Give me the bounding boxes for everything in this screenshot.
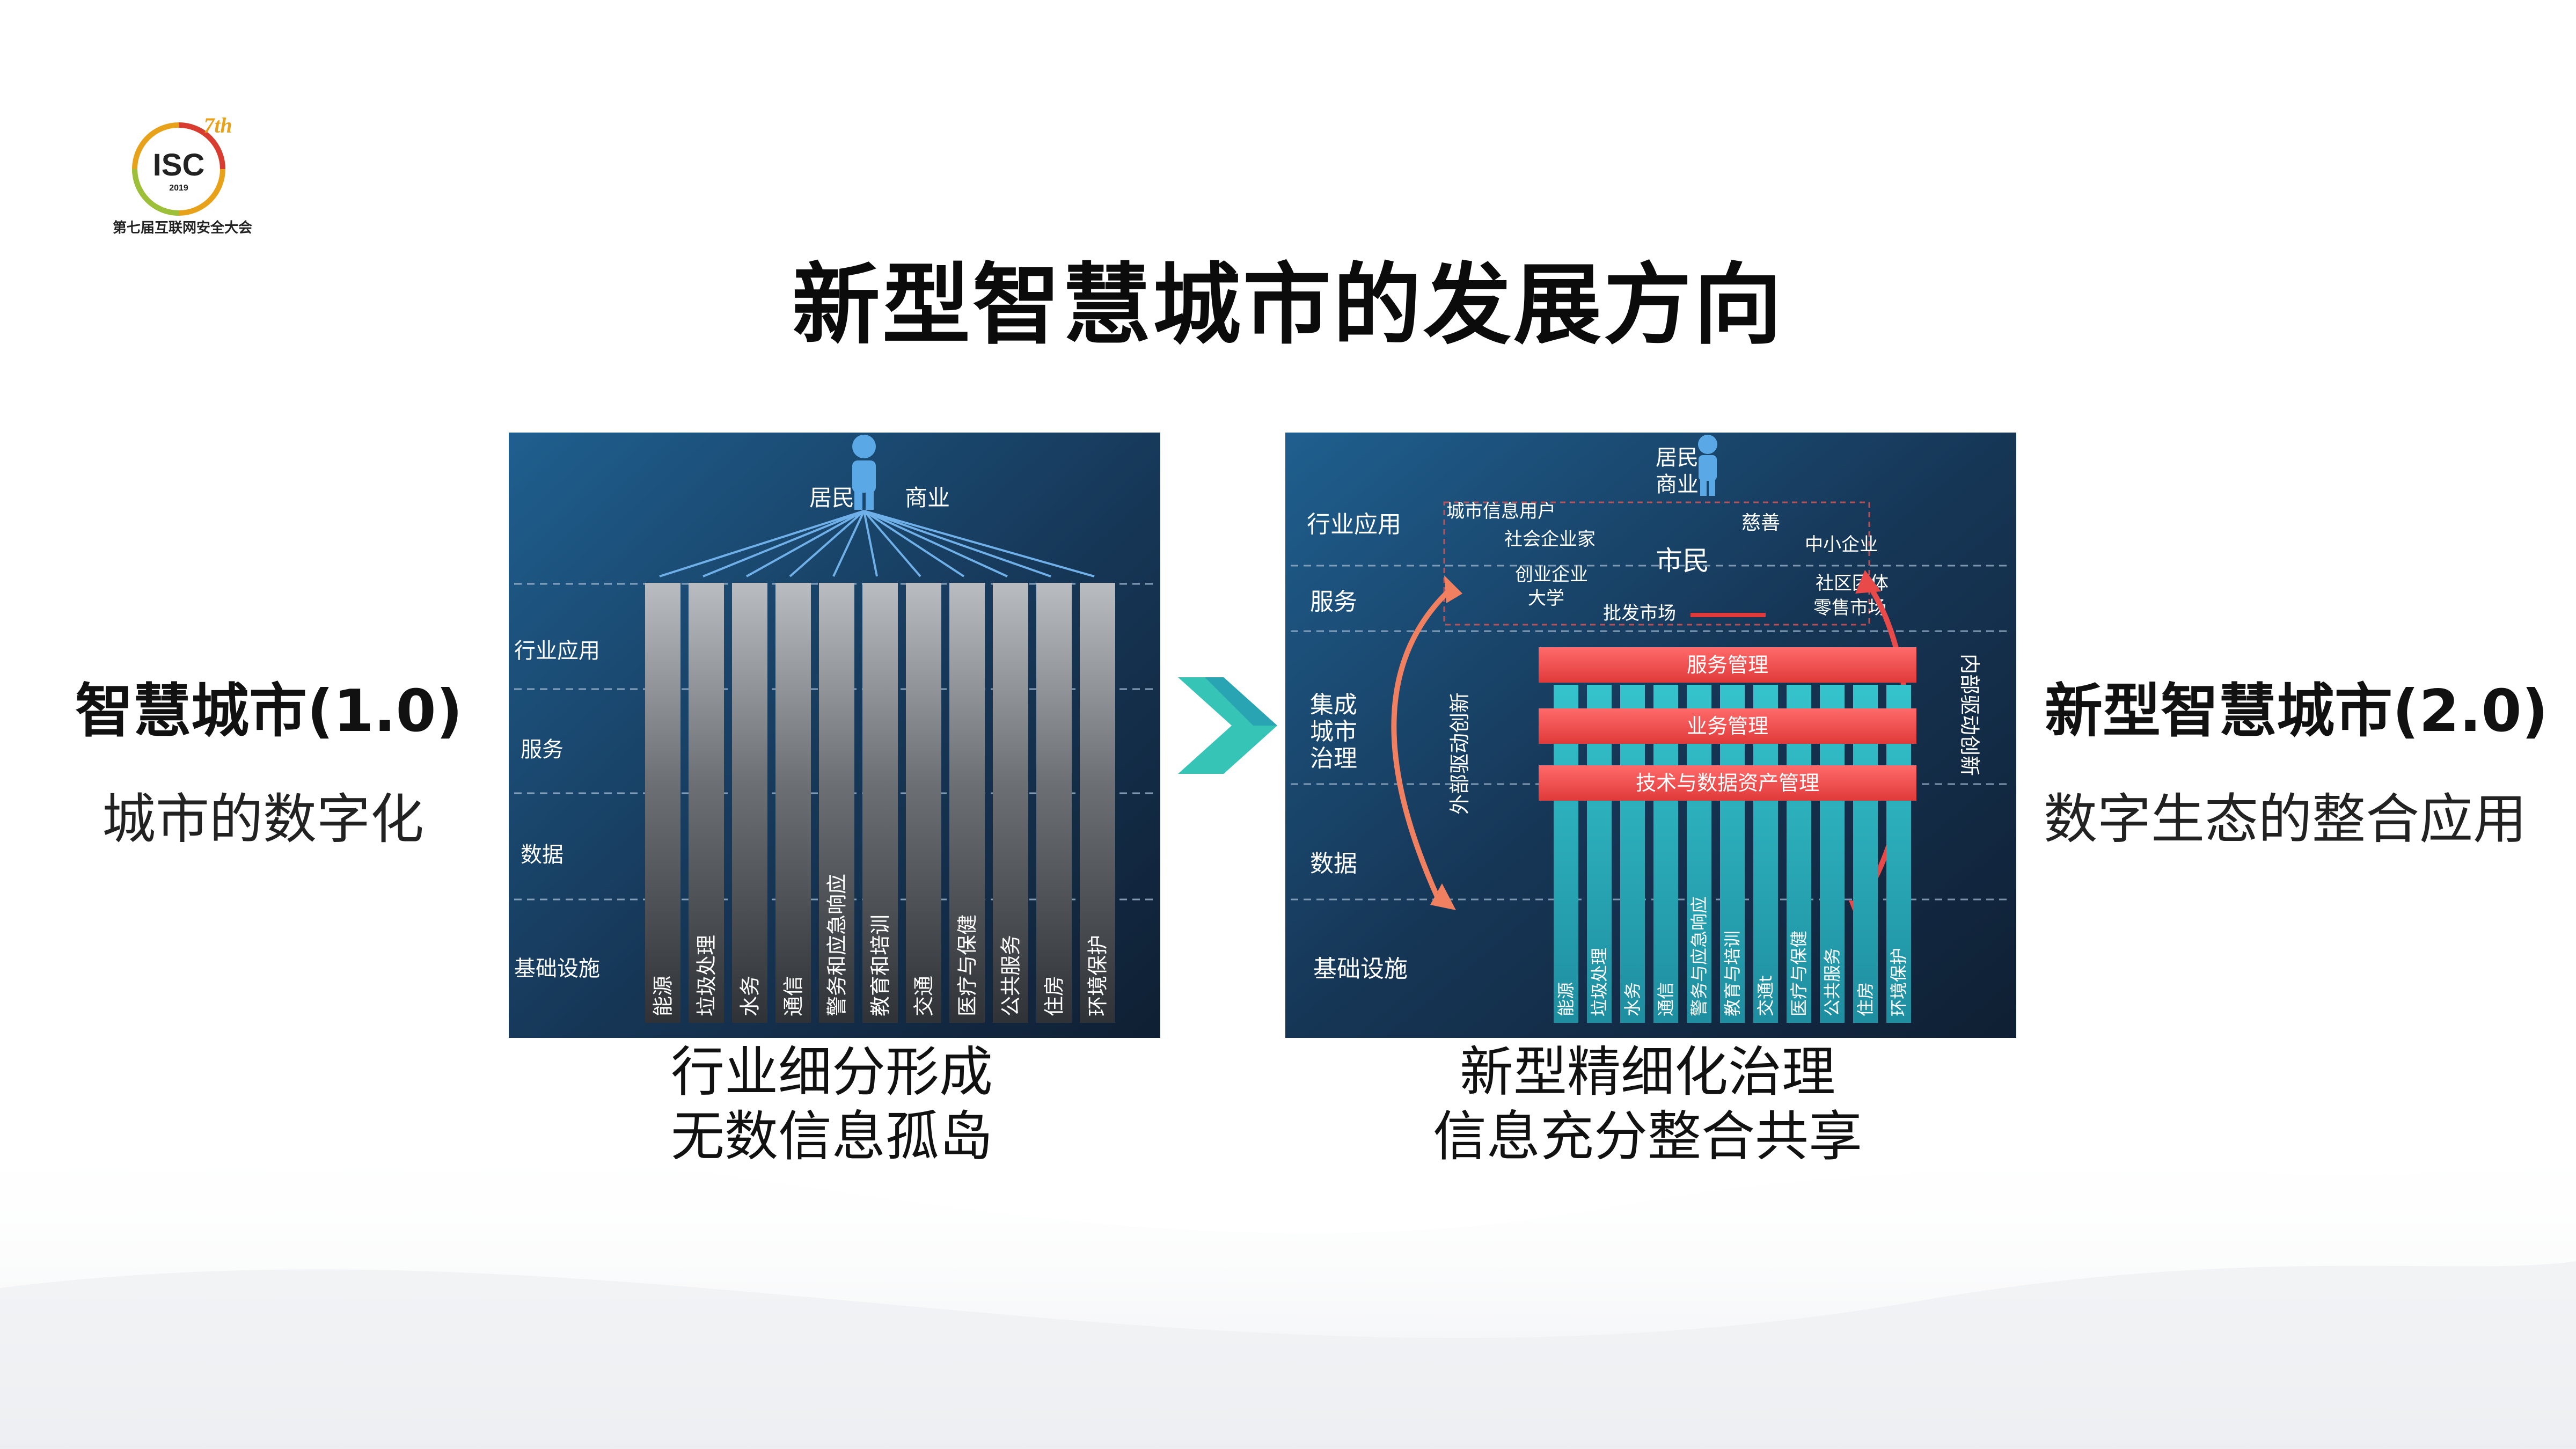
left-caption: 行业细分形成 无数信息孤岛	[606, 1040, 1057, 1169]
right-arrow-label: 内部驱动创新	[1958, 654, 1981, 776]
left-layer-label: 服务	[521, 737, 564, 762]
cloud-item: 城市信息用户	[1446, 501, 1556, 522]
cloud-item: 社会企业家	[1504, 529, 1596, 550]
right-caption-line1: 新型精细化治理	[1460, 1041, 1835, 1103]
column-label: 教育与培训	[1722, 931, 1743, 1016]
chevron-right-icon	[1178, 677, 1277, 774]
left-curved-arrow	[1391, 586, 1454, 906]
column-label: 垃圾处理	[694, 935, 718, 1016]
svg-text:ISC: ISC	[153, 148, 205, 182]
left-diagram-panel: 居民 商业 行业应用 服务 数据 基础设施 能源垃圾处理水务通信警务和应急响应教…	[509, 433, 1160, 1038]
svg-text:2019: 2019	[169, 184, 188, 193]
column-label: 住房	[1855, 982, 1876, 1016]
right-layer-label: 治理	[1310, 745, 1357, 772]
cloud-center-label: 市民	[1656, 545, 1709, 576]
cloud-item: 大学	[1528, 588, 1564, 609]
column-label: 警务与应急响应	[1689, 896, 1709, 1016]
column-label: 环境保护	[1889, 948, 1909, 1016]
column-label: 公共服务	[1822, 948, 1842, 1016]
column-label: 通信	[1656, 982, 1676, 1016]
column-label: 通信	[781, 976, 805, 1016]
left-layer-label: 行业应用	[514, 639, 600, 663]
column-label: 医疗与保健	[955, 914, 979, 1016]
right-layer-label: 城市	[1310, 718, 1357, 745]
column-label: 医疗与保健	[1789, 931, 1809, 1016]
right-layer-label: 行业应用	[1307, 511, 1401, 538]
column-bar	[906, 583, 941, 1023]
left-commerce-label: 商业	[905, 485, 950, 511]
left-heading: 智慧城市(1.0)	[75, 678, 463, 745]
bar-business-management	[1539, 708, 1916, 744]
right-users-label: 居民	[1656, 445, 1699, 470]
left-users-label: 居民	[809, 485, 854, 511]
column-bar	[1080, 583, 1115, 1023]
bar-tech-data-management	[1539, 765, 1916, 801]
column-label: 水务	[738, 976, 762, 1016]
column-label: 水务	[1622, 982, 1643, 1016]
column-label: 公共服务	[999, 935, 1022, 1016]
right-heading: 新型智慧城市(2.0)	[2045, 678, 2549, 745]
cloud-item: 零售市场	[1813, 597, 1886, 619]
cloud-item: 中小企业	[1805, 534, 1878, 555]
column-bar	[993, 583, 1028, 1023]
left-layer-label: 基础设施	[514, 956, 600, 981]
right-caption-line2: 信息充分整合共享	[1433, 1105, 1862, 1168]
column-bar	[732, 583, 767, 1023]
cloud-item: 慈善	[1741, 512, 1780, 534]
right-layer-label: 数据	[1310, 850, 1357, 877]
column-label: 交通	[912, 976, 935, 1016]
left-subheading: 城市的数字化	[102, 788, 424, 851]
column-label: 能源	[651, 976, 675, 1016]
cloud-connector	[1690, 613, 1766, 617]
page-title: 新型智慧城市的发展方向	[792, 254, 1784, 356]
column-bar	[689, 583, 724, 1023]
bar-service-management	[1539, 647, 1916, 683]
column-label: 住房	[1042, 976, 1066, 1016]
citizen-ecosystem-box	[1443, 501, 1870, 626]
column-label: 教育和培训	[868, 914, 892, 1016]
right-caption: 新型精细化治理 信息充分整合共享	[1406, 1040, 1889, 1169]
fan-arrows	[659, 510, 1095, 577]
cloud-item: 批发市场	[1603, 603, 1676, 624]
column-bar	[775, 583, 811, 1023]
right-diagram-panel: 居民 商业 行业应用 服务 集成 城市 治理 数据 基础设施 城市信息用户 社会…	[1285, 433, 2016, 1038]
isc-logo: ISC 2019 7th	[132, 113, 232, 216]
column-label: 环境保护	[1086, 935, 1109, 1016]
logo-subtitle: 第七届互联网安全大会	[112, 220, 252, 236]
left-caption-line2: 无数信息孤岛	[671, 1105, 993, 1168]
bar-label: 服务管理	[1687, 653, 1768, 677]
column-label: 能源	[1556, 982, 1576, 1016]
bar-label: 技术与数据资产管理	[1636, 771, 1819, 795]
right-layer-label: 集成	[1310, 691, 1357, 719]
right-diagram: 居民 商业 行业应用 服务 集成 城市 治理 数据 基础设施 城市信息用户 社会…	[1285, 433, 2016, 1038]
right-layer-label: 基础设施	[1313, 955, 1408, 983]
cloud-item: 创业企业	[1515, 564, 1588, 586]
column-bar	[949, 583, 985, 1023]
right-layer-label: 服务	[1310, 588, 1357, 616]
left-arrow-label: 外部驱动创新	[1448, 692, 1472, 815]
right-commerce-label: 商业	[1656, 472, 1699, 497]
column-label: 警务和应急响应	[825, 874, 848, 1016]
column-label: 垃圾处理	[1589, 948, 1609, 1016]
column-bar	[819, 583, 854, 1023]
svg-text:7th: 7th	[203, 113, 232, 137]
left-diagram: 居民 商业 行业应用 服务 数据 基础设施 能源垃圾处理水务通信警务和应急响应教…	[509, 433, 1160, 1038]
left-caption-line1: 行业细分形成	[671, 1041, 993, 1103]
right-subheading: 数字生态的整合应用	[2044, 788, 2527, 851]
column-label: 交通t	[1755, 975, 1776, 1016]
person-icon	[852, 435, 876, 510]
bar-label: 业务管理	[1687, 714, 1768, 738]
left-columns: 能源垃圾处理水务通信警务和应急响应教育和培训交通医疗与保健公共服务住房环境保护	[645, 583, 1115, 1023]
left-layer-label: 数据	[521, 843, 564, 867]
column-bar	[1036, 583, 1072, 1023]
person-icon	[1698, 435, 1717, 496]
column-bar	[862, 583, 898, 1023]
column-bar	[645, 583, 680, 1023]
